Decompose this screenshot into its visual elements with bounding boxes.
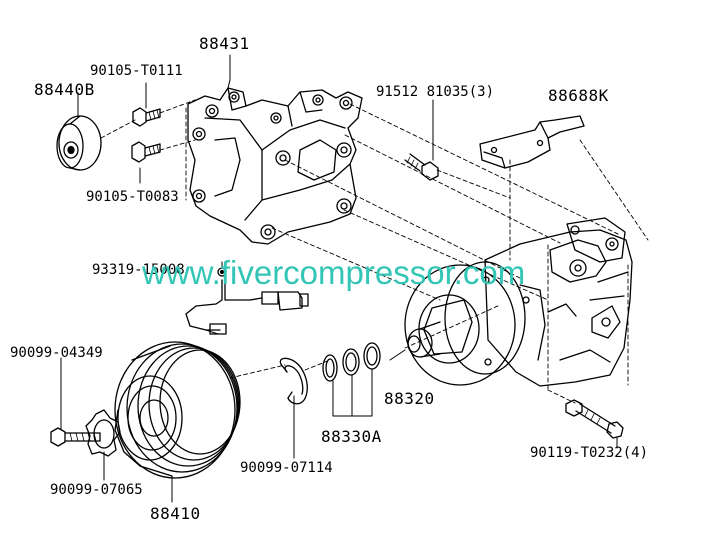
snap-ring-90099-07114-icon: [279, 357, 308, 405]
label-88440B: 88440B: [34, 80, 95, 99]
clutch-pulley-88410-icon: [114, 341, 241, 479]
label-90099-07065: 90099-07065: [50, 482, 143, 498]
watermark: www.fivercompressor.com: [142, 254, 526, 291]
bolt-90105-T0083-icon: [131, 141, 161, 163]
label-88688K: 88688K: [548, 86, 609, 105]
compressor-88320-icon: [404, 217, 633, 387]
bolt-91512-81035-icon: [404, 153, 439, 181]
alignment-dashes: [100, 99, 649, 404]
label-91512-81035: 91512 81035(3): [376, 84, 495, 100]
bolt-90105-T0111-icon: [132, 107, 161, 127]
label-88330A: 88330A: [321, 427, 382, 446]
label-88320: 88320: [384, 389, 435, 408]
label-90119-T0232: 90119-T0232(4): [530, 445, 649, 461]
idler-pulley-88440B-icon: [56, 115, 102, 171]
bolt-90119-T0232-icon: [565, 399, 624, 439]
label-88431: 88431: [199, 34, 250, 53]
label-90099-04349: 90099-04349: [10, 345, 103, 361]
label-90105-T0083: 90105-T0083: [86, 189, 179, 205]
label-93319-15008: 93319-15008: [92, 262, 185, 278]
label-90105-T0111: 90105-T0111: [90, 63, 183, 79]
leader-lines: [60, 54, 618, 503]
label-90099-07114: 90099-07114: [240, 460, 333, 476]
bracket-88688K-icon: [479, 115, 585, 169]
sensor-harness-93319-icon: [185, 267, 309, 335]
label-88410: 88410: [150, 504, 201, 523]
bolt-90099-04349-icon: [50, 427, 101, 447]
compressor-bracket-88431-icon: [187, 87, 363, 245]
washer-90099-07065-icon: [85, 409, 121, 457]
